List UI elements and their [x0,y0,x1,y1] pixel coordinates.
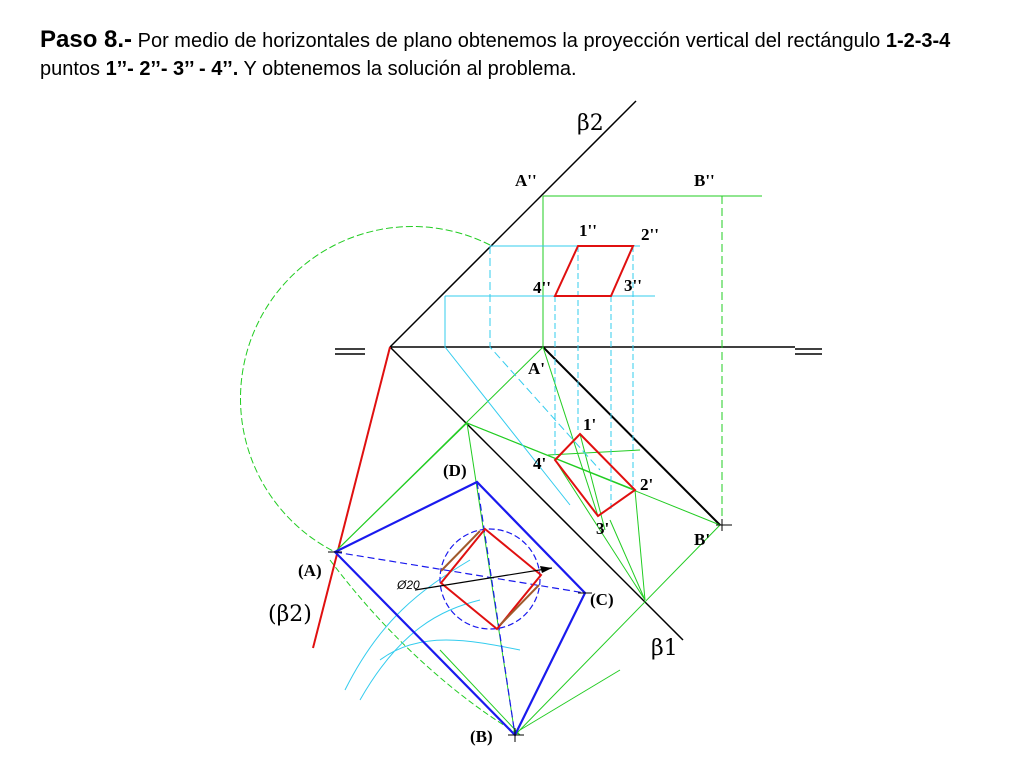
label-B-rabatted: (B) [470,727,493,746]
rabatment-arc-b [329,559,521,736]
caption-bold-a: 1-2-3-4 [885,30,951,52]
diameter-arrow [414,567,553,591]
trace-beta2-rabatted [312,346,391,649]
ground-line [335,346,822,355]
label-D-rabatted: (D) [443,461,467,480]
rabatted-rectangle-brown-edges [440,530,540,626]
rabatment-arc [240,226,491,553]
caption: Paso 8.- Por medio de horizontales de pl… [40,26,1010,83]
caption-text-b: puntos [40,58,106,80]
label-2-vertical: 2'' [641,225,659,244]
line-ab-horizontal [542,346,721,526]
trace-beta1 [389,346,684,641]
label-B-vertical: B'' [694,171,715,190]
label-A-vertical: A'' [515,171,537,190]
label-A-horizontal: A' [528,359,545,378]
caption-text-c: Y obtenemos la solución al problema. [238,58,577,80]
trace-beta2 [389,100,637,348]
caption-step: Paso 8.- [40,26,133,53]
rect-horizontal-projection [553,432,637,518]
label-3-vertical: 3'' [624,276,642,295]
label-beta1: β1 [651,636,678,661]
rabatted-square [333,480,587,737]
label-B-horizontal: B' [694,530,710,549]
rabatted-diagonals [334,481,586,736]
diameter-arrowhead [540,566,552,573]
caption-text-a: Por medio de horizontales de plano obten… [132,30,886,52]
green-construction [334,195,762,736]
label-2-horizontal: 2' [640,475,653,494]
label-1-vertical: 1'' [579,221,597,240]
rabatted-rectangle [439,527,543,631]
point-markers [328,519,732,742]
rect-vertical-projection [553,245,635,297]
label-diameter: Ø20 [396,578,420,592]
label-1-horizontal: 1' [583,415,596,434]
label-4-horizontal: 4' [533,454,546,473]
label-4-vertical: 4'' [533,278,551,297]
label-beta2-rotated: (β2) [268,602,312,627]
label-A-rabatted: (A) [298,561,322,580]
inscribed-circle [439,528,541,630]
label-C-rabatted: (C) [590,590,614,609]
label-beta2: β2 [577,111,604,136]
caption-bold-b: 1’’- 2’’- 3’’ - 4’’. [105,58,239,80]
label-3-horizontal: 3' [596,519,609,538]
